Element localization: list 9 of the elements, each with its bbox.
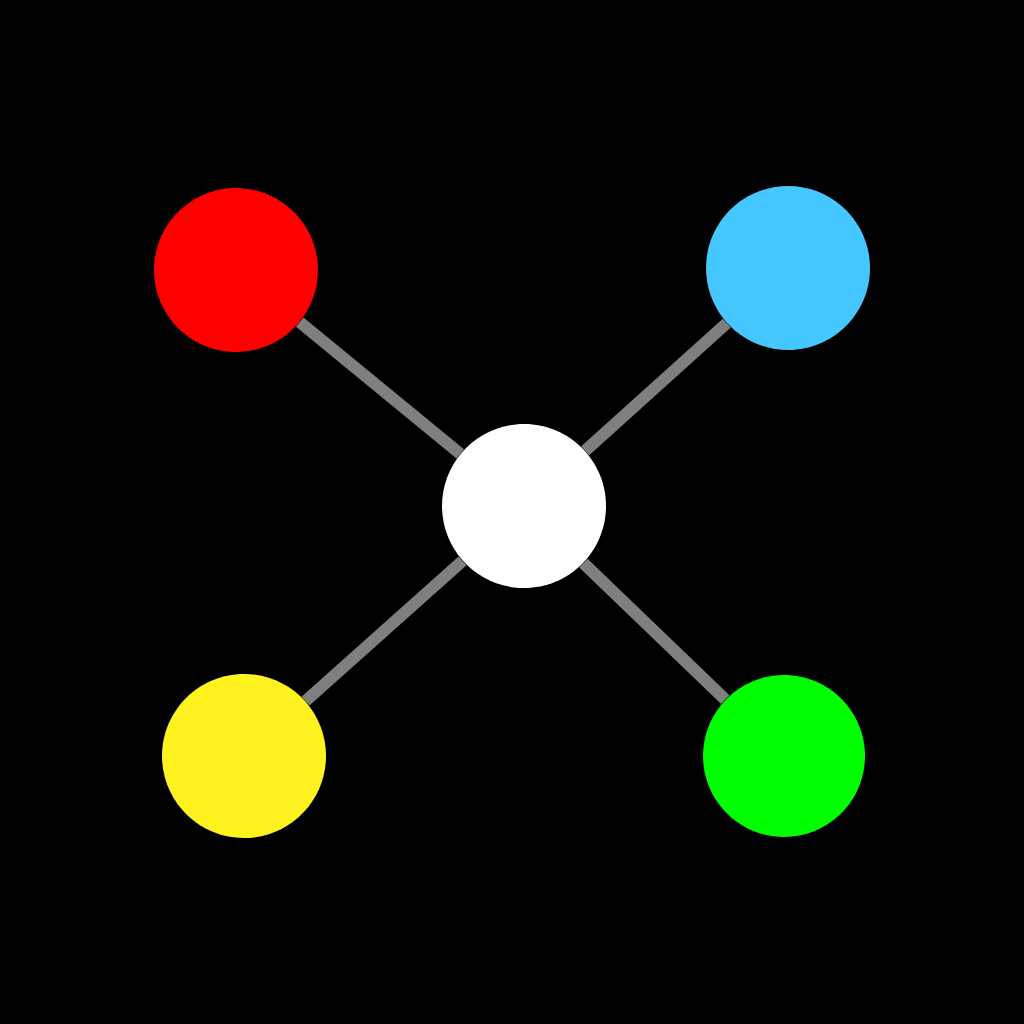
circle xyxy=(154,188,318,352)
connector-line xyxy=(301,556,467,706)
connector-line xyxy=(581,318,731,456)
circle xyxy=(703,675,865,837)
connector-line xyxy=(295,317,465,459)
circle xyxy=(442,424,606,588)
circle xyxy=(162,674,326,838)
circle xyxy=(706,186,870,350)
connector-line xyxy=(579,558,730,704)
